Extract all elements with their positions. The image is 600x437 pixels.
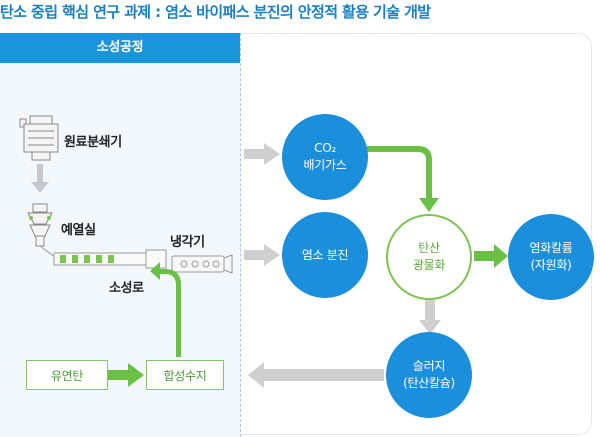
carbonation-label-2: 광물화 xyxy=(412,258,446,272)
kiln-label: 소성로 xyxy=(109,281,144,296)
carbonation-node: 탄산 광물화 xyxy=(386,214,472,300)
arrow-down-icon xyxy=(31,164,49,193)
carbonation-label-1: 탄산 xyxy=(418,241,440,255)
slurry-to-resin-arrow xyxy=(248,362,384,388)
potassium-chloride-node: 염화칼륨 (자원화) xyxy=(508,214,594,300)
preheater-icon xyxy=(27,203,53,247)
co2-exhaust-node: CO₂ 배기가스 xyxy=(282,114,368,200)
cooler-label: 냉각기 xyxy=(170,235,205,250)
mineral-to-slurry-arrow xyxy=(419,300,441,334)
page-title: 탄소 중립 핵심 연구 과제 : 염소 바이패스 분진의 안정적 활용 기술 개… xyxy=(0,3,431,21)
mineral-to-salt-arrow xyxy=(474,244,508,268)
kiln-icon xyxy=(39,245,167,269)
crusher-icon xyxy=(19,115,59,161)
coal-to-resin-arrow xyxy=(108,363,144,387)
exhaust-label: 배기가스 xyxy=(303,158,347,172)
coal-box: 유연탄 xyxy=(26,360,108,390)
sludge-label: 슬러지 xyxy=(412,359,446,373)
panel-divider xyxy=(240,33,241,437)
chlorine-dust-node: 염소 분진 xyxy=(282,212,368,298)
co2-label: CO₂ xyxy=(314,141,336,155)
cooler-icon xyxy=(171,254,233,274)
calcium-carbonate-label: (탄산칼슘) xyxy=(403,376,455,390)
preheater-label: 예열실 xyxy=(61,223,96,238)
sludge-node: 슬러지 (탄산칼슘) xyxy=(386,332,472,418)
arrow-to-co2-icon xyxy=(244,143,280,165)
crusher-label: 원료분쇄기 xyxy=(64,135,122,150)
synthetic-resin-box: 합성수지 xyxy=(146,360,224,390)
chlorine-dust-label: 염소 분진 xyxy=(301,247,349,262)
resin-to-kiln-arrow xyxy=(150,262,181,357)
resource-label: (자원화) xyxy=(530,258,572,272)
panel-header: 소성공정 xyxy=(0,33,240,63)
arrow-to-dust-icon xyxy=(244,244,280,266)
co2-to-mineral-arrow xyxy=(366,146,439,212)
potassium-chloride-label: 염화칼륨 xyxy=(529,241,573,255)
